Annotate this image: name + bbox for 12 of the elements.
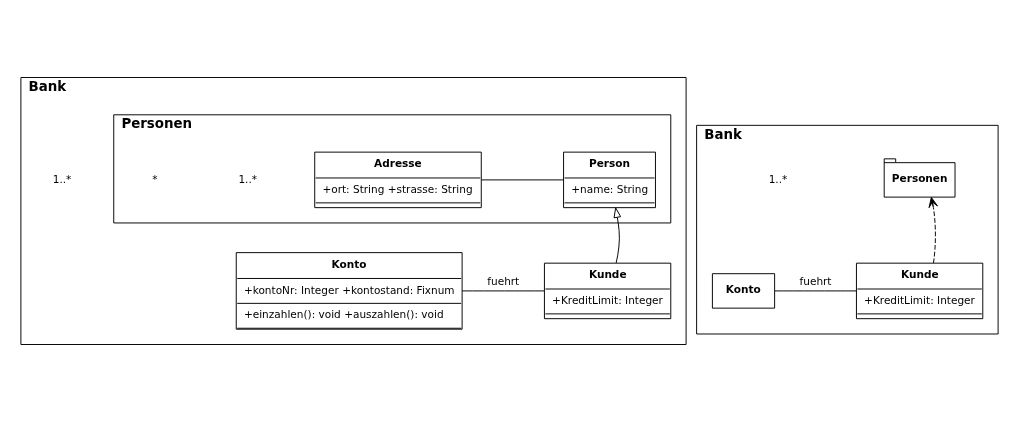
label: 1..* xyxy=(52,172,72,185)
connector xyxy=(480,178,564,180)
arrow xyxy=(613,206,622,263)
label: 1..* xyxy=(238,172,258,185)
connector xyxy=(461,289,545,291)
connector xyxy=(774,289,857,291)
label: 1..* xyxy=(768,172,788,185)
node-box: Konto xyxy=(711,272,776,309)
arrow xyxy=(928,196,938,263)
edge-label: fuehrt xyxy=(799,274,832,287)
edge-label: fuehrt xyxy=(487,274,520,287)
label: * xyxy=(152,172,158,185)
